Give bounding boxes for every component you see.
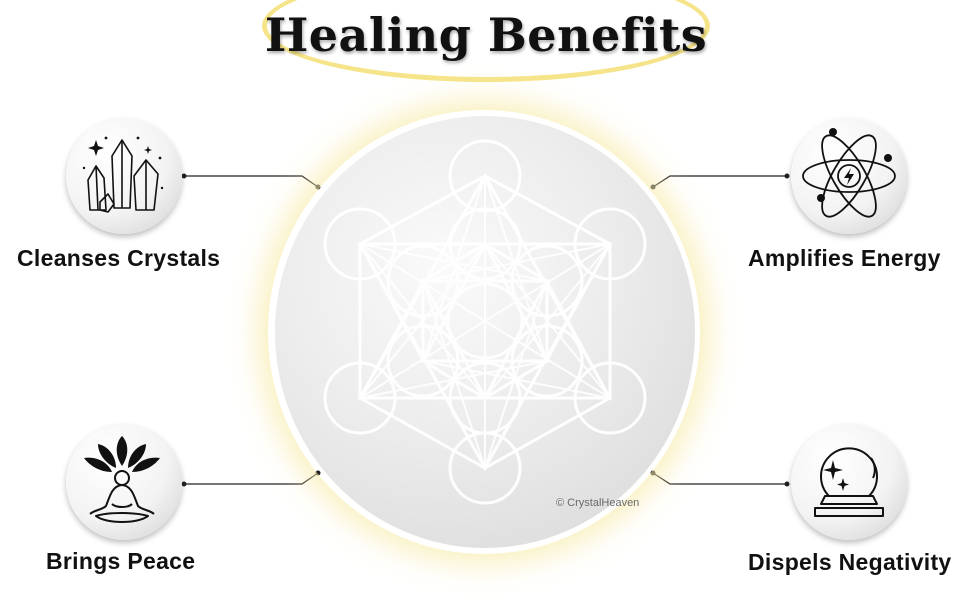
metatrons-cube-engraving: [323, 139, 647, 505]
benefit-label-amplifies-energy: Amplifies Energy: [748, 245, 941, 271]
crystal-ball-icon: [814, 447, 884, 517]
meditation-lotus-icon: [84, 436, 160, 523]
watermark: © CrystalHeaven: [556, 497, 640, 509]
benefit-icon-brings-peace: [66, 424, 182, 540]
benefit-icon-cleanses-crystals: [66, 118, 182, 234]
benefit-label-cleanses-crystals: Cleanses Crystals: [17, 245, 221, 271]
atom-energy-icon: [802, 128, 896, 218]
page-title: Healing Benefits: [264, 8, 708, 62]
selenite-disc: [275, 116, 695, 548]
benefit-label-brings-peace: Brings Peace: [46, 548, 196, 574]
benefit-label-dispels-negativity: Dispels Negativity: [748, 549, 952, 575]
crystal-cluster-icon: [82, 136, 164, 213]
benefit-icon-dispels-negativity: [791, 424, 907, 540]
benefit-icon-amplifies-energy: [791, 118, 907, 234]
